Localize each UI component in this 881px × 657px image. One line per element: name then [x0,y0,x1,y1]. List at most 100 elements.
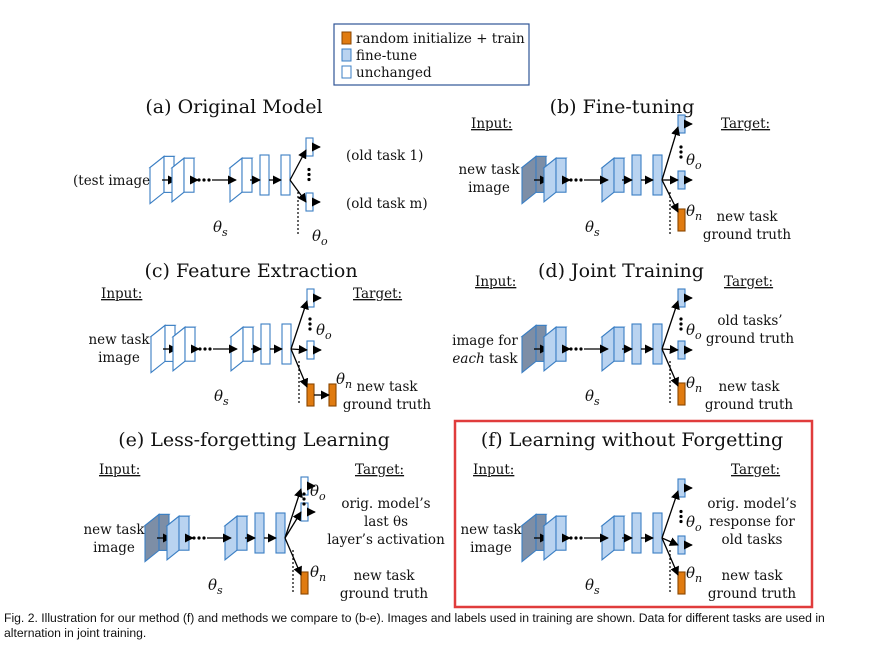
ellipsis-f-1 [574,536,578,540]
theta-s-d: θs [585,387,600,408]
input-image-d-side [521,324,537,374]
fc1-f [631,512,642,554]
conv1-d-front [555,326,567,362]
head-old-m-f [677,535,686,555]
head-new-e [300,571,309,595]
figure-caption: Fig. 2. Illustration for our method (f) … [4,611,825,640]
theta-s-b: θs [585,218,600,239]
panel-title-a: (a) Original Model [145,96,322,118]
input-label-f: Input: [473,462,514,478]
input-image-a-side [149,155,165,205]
legend-box [333,23,530,86]
theta-n-b: θn [686,202,702,223]
arrow-head2-d [661,344,679,355]
highlight-box-f [453,419,814,609]
ellipsis-d-1 [574,347,578,351]
panel-title-b: (b) Fine-tuning [550,96,695,118]
head-old-1-d [677,288,686,308]
target-label-b: Target: [721,116,770,132]
arrow-headn-f [661,537,679,576]
arrow-head2-e [284,511,302,539]
ellipsis-heads-d-0 [679,317,683,321]
fc2-e [275,512,286,554]
ellipsis-heads-f-0 [679,509,683,514]
conv1-c-front [184,326,196,362]
ellipsis-heads-a-0 [307,167,311,172]
fc2-d [652,323,663,365]
target-label-e: Target: [355,462,404,478]
head-old-1-e [300,476,309,496]
ellipsis-heads-e-0 [302,492,306,496]
ellipsis-f-2 [579,536,583,540]
theta-s-f: θs [585,576,600,597]
theta-s-c: θs [214,387,229,408]
input-label-b: Input: [471,116,512,132]
input-image-e-side [144,513,160,563]
conv2-c-front [242,326,254,362]
conv2-d-front [613,326,625,362]
arrow-head1-a [289,149,307,181]
legend-label-finetune: fine-tune [356,48,417,64]
head-old-m-d [677,340,686,360]
network-f: θs θo θn [520,478,702,597]
panel-title-e: (e) Less-forgetting Learning [118,429,390,451]
theta-n-c: θn [336,370,352,391]
input-image-c-side [150,324,166,374]
theta-o-e: θo [310,482,326,503]
target-label-d: Target: [724,274,773,290]
theta-o-a: θo [312,227,328,248]
arrow-head1-f [661,490,680,539]
conv1-e-front [178,515,190,551]
head-old-1-c [306,288,315,308]
legend-label-unchanged: unchanged [356,65,432,81]
conv1-b-front [555,157,567,193]
fc2-f [652,512,663,554]
ellipsis-heads-e-1 [302,497,306,501]
fc1-c [260,323,271,365]
fc2-a [280,154,291,196]
head-new-d [677,382,686,406]
arrow-head2-a [289,179,307,203]
network-b: θs θo θn [520,114,702,239]
legend: random initialize + train fine-tune unch… [333,23,530,86]
theta-o-b: θo [686,151,702,172]
conv2-a-front [241,157,253,193]
theta-n-f: θn [686,564,702,585]
input-image-b-side [521,155,537,205]
arrow-headn-c [290,348,309,388]
head-new-f [677,571,686,595]
panel-title-d: (d) Joint Training [538,260,704,282]
arrow-headn-e [284,537,302,576]
ellipsis-heads-f-1 [679,514,683,519]
ellipsis-d-2 [579,347,583,351]
ellipsis-heads-a-2 [307,177,311,182]
theta-o-d: θo [686,321,702,342]
ellipsis-heads-c-2 [308,327,312,331]
theta-n-e: θn [310,563,326,584]
head-old-1-f [677,478,686,498]
arrow-head2-c [290,344,308,355]
fc2-b [652,154,663,196]
theta-s-e: θs [208,576,223,597]
theta-o-f: θo [686,513,702,534]
head-new-c [306,383,315,407]
ellipsis-heads-d-2 [679,327,683,331]
ellipsis-e-1 [197,536,201,540]
head-new-b [677,208,686,232]
input-label-e: Input: [99,462,140,478]
fc1-d [631,323,642,365]
ellipsis-heads-d-1 [679,322,683,326]
head-old-m-b [677,170,686,190]
head-old-m-c [306,340,315,360]
ellipsis-b-2 [579,178,583,182]
arrow-head1-d [661,300,680,350]
